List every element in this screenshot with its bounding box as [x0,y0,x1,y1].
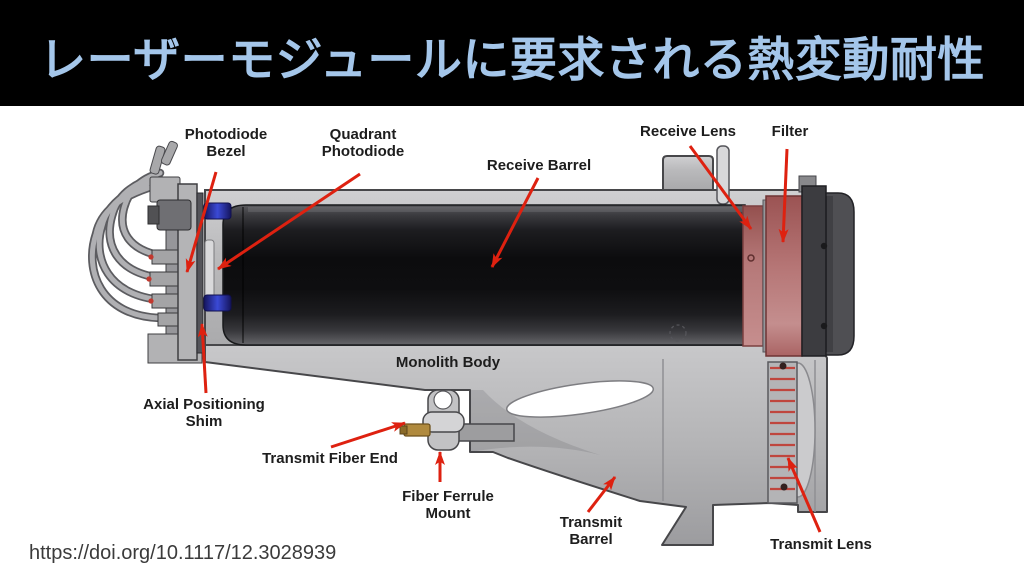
label-filter: Filter [771,123,809,140]
arrow-axial-positioning-shim [197,323,208,394]
transmit-lens-shape [767,361,816,504]
lightening-hole [505,380,655,418]
arrow-filter [778,148,789,243]
screw-blue-top [203,202,232,220]
label-quadrant-photodiode: Quadrant Photodiode [321,126,405,160]
arrow-receive-barrel [490,177,540,268]
arrow-photodiode-bezel [185,171,218,273]
fiber-ferrule-mount-shape [422,389,515,451]
arrow-transmit-barrel [586,476,617,513]
label-axial-positioning-shim: Axial Positioning Shim [143,396,265,430]
label-receive-lens: Receive Lens [640,123,736,140]
arrow-transmit-lens [786,457,822,533]
electrical-wires [88,140,178,323]
label-transmit-fiber-end: Transmit Fiber End [262,450,398,467]
left-connector-assembly [146,176,204,364]
title-bar: レーザーモジュールに要求される熱変動耐性 [0,0,1024,106]
alignment-pin [716,145,730,205]
slide-title: レーザーモジュールに要求される熱変動耐性 [39,32,985,86]
label-fiber-ferrule-mount: Fiber Ferrule Mount [402,488,494,522]
axial-positioning-shim-shape [196,192,204,354]
arrow-quadrant-photodiode [217,172,361,271]
transmit-fiber-end-shape [399,423,431,437]
label-photodiode-bezel: Photodiode Bezel [184,126,268,160]
label-monolith-body: Monolith Body [395,354,501,371]
receive-barrel-shape [222,204,746,346]
monolith-body-shape [204,344,828,546]
arrow-transmit-fiber-end [330,421,406,449]
screw-blue-bottom [203,294,232,312]
label-transmit-lens: Transmit Lens [770,536,872,553]
end-cap [801,185,855,357]
label-transmit-barrel: Transmit Barrel [559,514,623,548]
label-receive-barrel: Receive Barrel [486,157,592,174]
quadrant-photodiode-shape [203,202,232,312]
arrow-receive-lens [688,145,753,230]
annotation-arrows [185,145,822,533]
source-doi-link[interactable]: https://doi.org/10.1117/12.3028939 [29,542,337,564]
